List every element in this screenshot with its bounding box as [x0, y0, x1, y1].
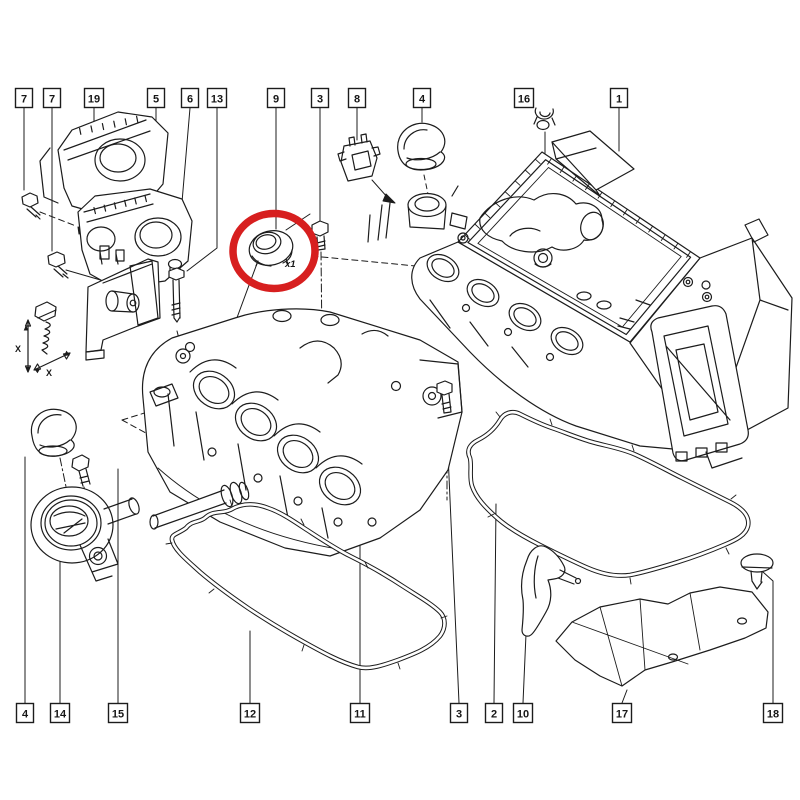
callout-12[interactable]: 12: [239, 702, 261, 724]
callout-label: 8: [354, 94, 360, 106]
callout-label: 5: [153, 94, 159, 106]
part-acoustic-cover-upper: [39, 111, 169, 228]
part-oil-filler-cap-top: [397, 122, 446, 171]
callout-label: 11: [354, 709, 366, 721]
callout-5[interactable]: 5: [146, 87, 166, 109]
highlight-circle: [229, 209, 319, 293]
callout-label: 16: [518, 94, 530, 106]
clip-install-arrow-icon: [382, 193, 396, 204]
quantity-label: x1: [284, 259, 296, 270]
callouts: 7 7 19 5 6 13 9 3: [14, 87, 784, 724]
callout-label: 18: [767, 709, 779, 721]
part-bolt-7-upper: [21, 192, 41, 220]
part-oil-filler-neck: [30, 486, 140, 582]
callout-label: 13: [211, 94, 223, 106]
callout-9[interactable]: 9: [266, 87, 286, 109]
callout-4-bottom[interactable]: 4: [15, 702, 35, 724]
part-clip-16: [533, 107, 556, 131]
part-bracket-10: [521, 545, 582, 637]
callout-13[interactable]: 13: [206, 87, 228, 109]
callout-15[interactable]: 15: [107, 702, 129, 724]
part-mount-bracket: [85, 258, 161, 361]
part-air-cleaner-assembly: [367, 130, 793, 469]
part-valve-cover-gasket-12: [165, 499, 448, 671]
callout-17[interactable]: 17: [611, 702, 633, 724]
callout-label: 6: [187, 94, 193, 106]
callout-label: 9: [273, 94, 279, 106]
part-cap-seal-9: [248, 230, 294, 267]
callout-label: 4: [419, 94, 426, 106]
callout-19[interactable]: 19: [83, 87, 105, 109]
dimension-label-x-diagonal: X: [46, 368, 52, 378]
part-oil-filler-cap-bottom: [30, 408, 77, 457]
part-breather-tube: [149, 481, 250, 530]
part-bolt-3-right: [436, 380, 453, 414]
callout-4-top[interactable]: 4: [412, 87, 432, 109]
part-clip-8: [337, 133, 381, 182]
part-heat-shield-17: [555, 586, 769, 687]
bolt-length-dimension-detail: [23, 301, 71, 374]
dimension-label-x-vertical: X: [15, 344, 21, 354]
callout-10[interactable]: 10: [512, 702, 534, 724]
callout-label: 7: [21, 94, 27, 106]
callout-11[interactable]: 11: [349, 702, 371, 724]
part-bolt-15: [71, 454, 91, 487]
callout-7-a[interactable]: 7: [14, 87, 34, 109]
part-screw-13: [168, 267, 185, 323]
callout-label: 15: [112, 709, 124, 721]
callout-label: 10: [517, 709, 529, 721]
callout-label: 12: [244, 709, 256, 721]
callout-label: 7: [49, 94, 55, 106]
leader-lines: [23, 107, 774, 704]
part-rivet-clip-18: [740, 553, 774, 590]
part-acoustic-cover-lower: [77, 188, 193, 289]
callout-6[interactable]: 6: [180, 87, 200, 109]
callout-label: 3: [317, 94, 323, 106]
callout-label: 14: [54, 709, 67, 721]
callout-18[interactable]: 18: [762, 702, 784, 724]
callout-7-b[interactable]: 7: [42, 87, 62, 109]
callout-16[interactable]: 16: [513, 87, 535, 109]
callout-8[interactable]: 8: [347, 87, 367, 109]
callout-3-bottom[interactable]: 3: [449, 702, 469, 724]
callout-label: 17: [616, 709, 628, 721]
callout-2[interactable]: 2: [484, 702, 504, 724]
callout-label: 4: [22, 709, 29, 721]
callout-label: 2: [491, 709, 497, 721]
callout-3-top[interactable]: 3: [310, 87, 330, 109]
callout-label: 3: [456, 709, 462, 721]
part-bolt-7-lower: [47, 251, 69, 279]
callout-label: 1: [616, 94, 622, 106]
callout-14[interactable]: 14: [49, 702, 71, 724]
callout-label: 19: [88, 94, 100, 106]
callout-1[interactable]: 1: [609, 87, 629, 109]
